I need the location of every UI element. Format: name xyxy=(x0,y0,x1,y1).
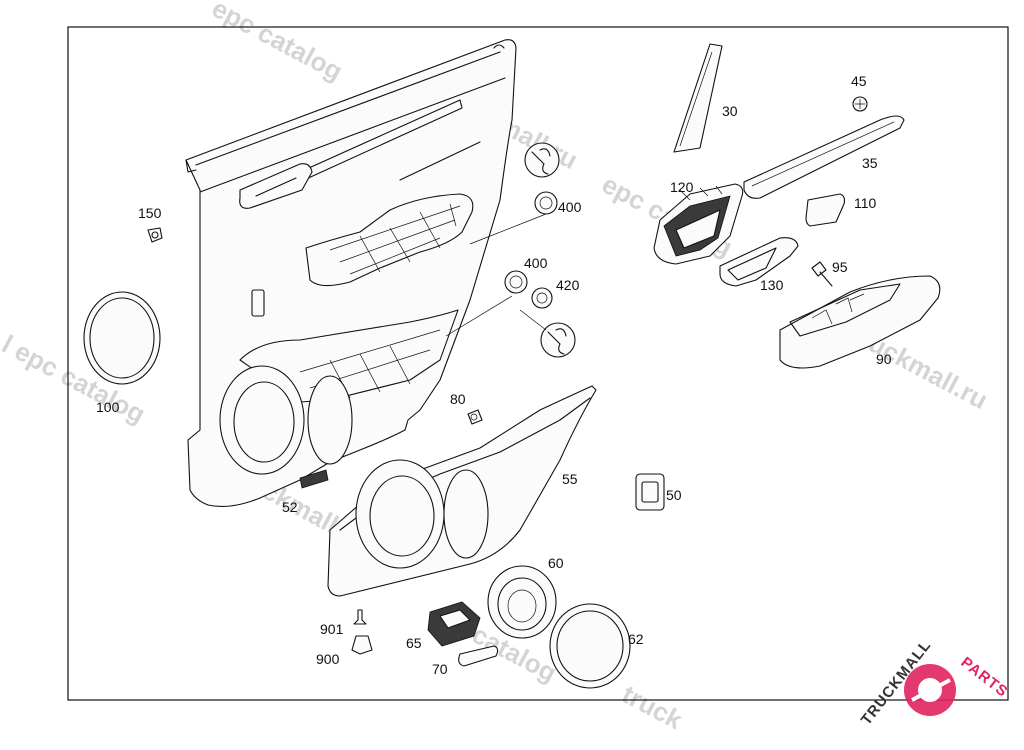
label-55: 55 xyxy=(562,471,578,487)
label-70: 70 xyxy=(432,661,448,677)
part-400-420-seals xyxy=(445,142,576,358)
label-52: 52 xyxy=(282,499,298,515)
part-30-trim xyxy=(673,43,723,153)
label-45: 45 xyxy=(851,73,867,89)
label-30: 30 xyxy=(722,103,738,119)
part-70-trim xyxy=(458,645,499,667)
label-120: 120 xyxy=(670,179,694,195)
diagram-frame xyxy=(67,26,1009,701)
label-130: 130 xyxy=(760,277,784,293)
part-80-clip xyxy=(467,409,483,425)
part-labels: 30 45 35 120 110 95 130 90 150 400 400 4… xyxy=(96,73,892,677)
part-120-bezel xyxy=(653,183,744,265)
part-35-strip xyxy=(743,115,905,199)
label-90: 90 xyxy=(876,351,892,367)
part-130-handle xyxy=(719,237,799,287)
label-900: 900 xyxy=(316,651,340,667)
part-900-901-fasteners xyxy=(351,609,373,655)
label-400-lower: 400 xyxy=(524,255,548,271)
label-62: 62 xyxy=(628,631,644,647)
label-110: 110 xyxy=(854,195,877,211)
part-50-switch xyxy=(635,473,665,511)
label-60: 60 xyxy=(548,555,564,571)
truckmall-logo: TRUCKMALL PARTS xyxy=(858,637,1011,729)
part-110-cover xyxy=(805,193,846,227)
label-100: 100 xyxy=(96,399,120,415)
label-400-upper: 400 xyxy=(558,199,582,215)
label-95: 95 xyxy=(832,259,848,275)
watermark: truck xyxy=(617,679,688,736)
part-90-armrest xyxy=(779,275,941,369)
label-420: 420 xyxy=(556,277,580,293)
part-100-ring xyxy=(83,291,161,385)
watermark: epc catalog xyxy=(207,0,347,86)
part-60-speaker xyxy=(487,565,557,639)
logo-text-accent: PARTS xyxy=(958,654,1012,701)
part-95-screw xyxy=(811,261,833,287)
part-45-clip xyxy=(852,96,868,112)
door-panel xyxy=(185,39,517,507)
label-65: 65 xyxy=(406,635,422,651)
part-150-clip xyxy=(147,227,163,243)
part-62-ring xyxy=(549,603,631,689)
label-150: 150 xyxy=(138,205,162,221)
label-901: 901 xyxy=(320,621,344,637)
label-80: 80 xyxy=(450,391,466,407)
label-35: 35 xyxy=(862,155,878,171)
label-50: 50 xyxy=(666,487,682,503)
part-65-module xyxy=(427,601,481,647)
part-55-lower-panel xyxy=(327,385,597,597)
